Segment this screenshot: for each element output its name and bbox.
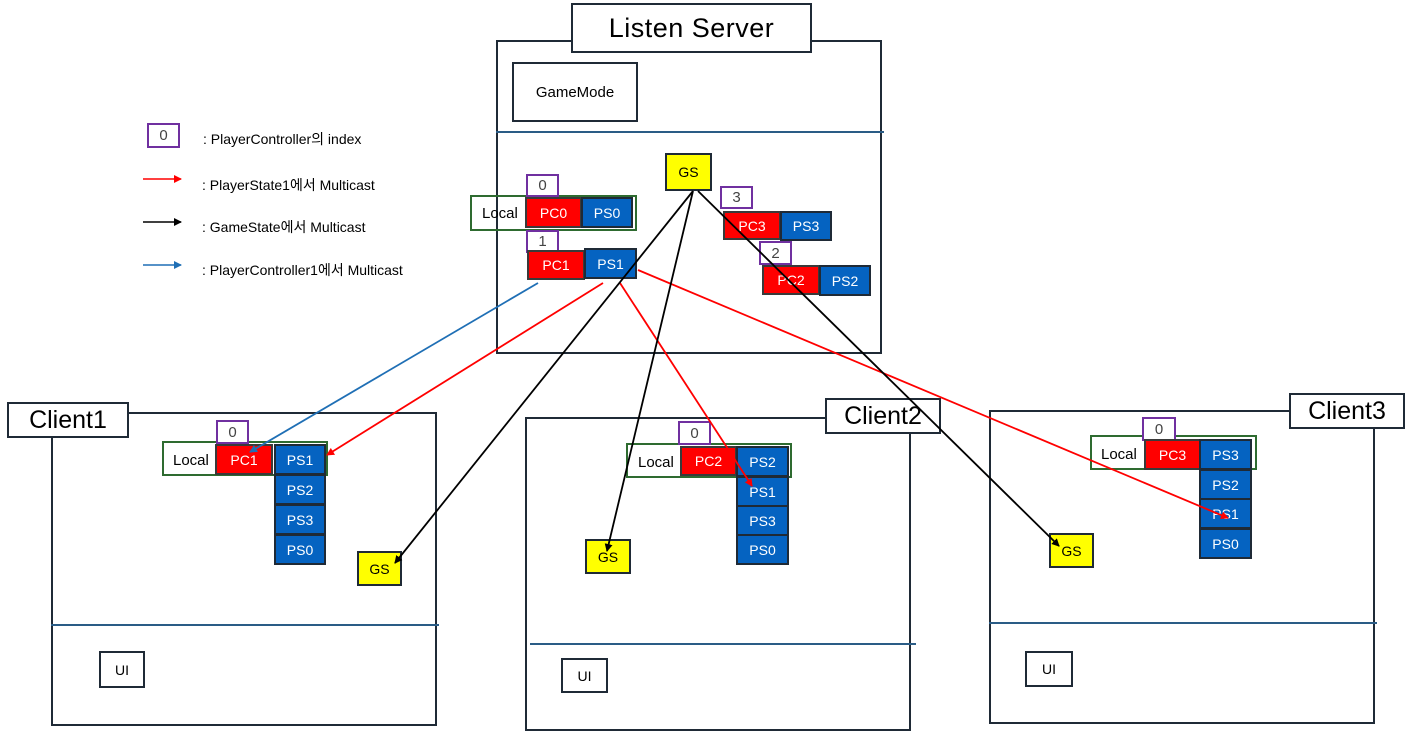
client2-local-label: Local (638, 453, 674, 471)
client2-ps-slot-3: PS3 (736, 505, 789, 536)
client1-ps-slot-3: PS3 (274, 504, 326, 535)
client1-local-label: Local (173, 451, 209, 469)
server-pc1-box: PC1 (527, 250, 585, 280)
client1-ui-box: UI (99, 651, 145, 688)
client3-index: 0 (1142, 417, 1176, 441)
client2-title: Client2 (825, 398, 941, 434)
client3-ps-slot-3: PS1 (1199, 498, 1252, 529)
server-separator (496, 131, 884, 133)
client2-ps-slot-4: PS0 (736, 534, 789, 565)
server-pc3-box: PC3 (723, 211, 781, 240)
client3-ps-slot-1: PS3 (1199, 439, 1252, 470)
server-gamestate-box: GS (665, 153, 712, 191)
legend-index-text: : PlayerController의 index (203, 131, 362, 147)
client1-ps-slot-4: PS0 (274, 534, 326, 565)
gamemode-box: GameMode (512, 62, 638, 122)
client3-ps-slot-2: PS2 (1199, 469, 1252, 500)
client2-pc-box: PC2 (680, 446, 737, 476)
client1-separator (51, 624, 439, 626)
client2-ui-box: UI (561, 658, 608, 693)
legend-black-text: : GameState에서 Multicast (202, 219, 366, 235)
server-ps0-box: PS0 (581, 197, 633, 228)
server-index-2: 2 (759, 241, 792, 265)
server-ps2-box: PS2 (819, 265, 871, 296)
client3-ui-box: UI (1025, 651, 1073, 687)
server-pc0-box: PC0 (525, 197, 582, 228)
client3-separator (989, 622, 1377, 624)
legend-red-text: : PlayerState1에서 Multicast (202, 177, 375, 193)
client1-pc-box: PC1 (215, 444, 273, 475)
client1-title: Client1 (7, 402, 129, 438)
client2-separator (530, 643, 916, 645)
server-index-0: 0 (526, 174, 559, 197)
client3-ps-slot-4: PS0 (1199, 528, 1252, 559)
legend-index-box: 0 (147, 123, 180, 148)
client2-index: 0 (678, 421, 711, 445)
server-ps3-box: PS3 (780, 211, 832, 241)
server-index-3: 3 (720, 186, 753, 209)
client1-ps-slot-1: PS1 (274, 444, 326, 475)
server-pc2-box: PC2 (762, 265, 820, 295)
client3-title: Client3 (1289, 393, 1405, 429)
client3-gamestate-box: GS (1049, 533, 1094, 568)
client3-local-label: Local (1101, 445, 1137, 463)
legend-blue-text: : PlayerController1에서 Multicast (202, 262, 403, 278)
client1-ps-slot-2: PS2 (274, 474, 326, 505)
server-local-label: Local (482, 204, 518, 222)
client2-gamestate-box: GS (585, 539, 631, 574)
client1-index: 0 (216, 420, 249, 444)
client2-ps-slot-2: PS1 (736, 476, 789, 507)
server-ps1-box: PS1 (584, 248, 637, 279)
client1-frame (51, 412, 437, 726)
client1-gamestate-box: GS (357, 551, 402, 586)
client3-pc-box: PC3 (1144, 439, 1201, 470)
server-title: Listen Server (571, 3, 812, 53)
client2-ps-slot-1: PS2 (736, 446, 789, 477)
